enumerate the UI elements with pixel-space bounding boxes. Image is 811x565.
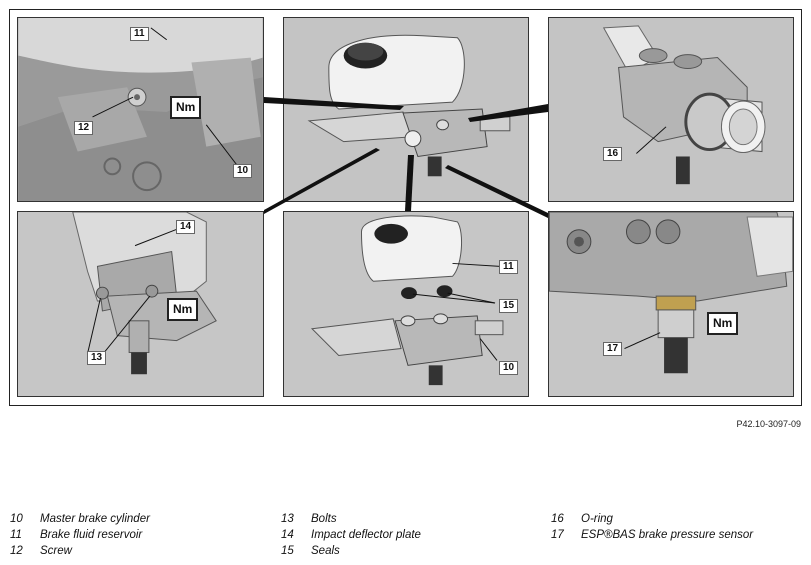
detail-panel-sensor: Nm 17 [548,211,794,397]
oring-detail-illustration [549,18,793,201]
detail-panel-deflector: 14 Nm 13 [17,211,264,397]
torque-nm-badge: Nm [167,298,199,321]
torque-nm-badge: Nm [170,96,202,119]
exploded-view-illustration [284,212,528,396]
detail-panel-exploded: 11 15 10 [283,211,529,397]
legend-number: 15 [281,545,294,557]
master-cylinder-assembly-illustration [284,18,528,201]
callout-11: 11 [130,27,149,41]
legend-number: 10 [10,513,23,525]
legend-number: 12 [10,545,23,557]
callout-10: 10 [499,361,519,375]
detail-panel-oring: 16 [548,17,794,202]
callout-16: 16 [603,147,623,161]
overview-panel [283,17,529,202]
legend-number: 16 [551,513,564,525]
callout-11: 11 [499,260,518,274]
deflector-plate-illustration [18,212,263,396]
legend-label: O-ring [581,513,613,525]
torque-nm-badge: Nm [707,312,739,335]
pressure-sensor-illustration [549,212,793,396]
callout-15: 15 [499,299,519,313]
legend-label: ESP®BAS brake pressure sensor [581,529,754,541]
legend-number: 13 [281,513,294,525]
callout-13: 13 [87,351,107,365]
callout-14: 14 [176,220,196,234]
figure-code: P42.10-3097-09 [736,419,801,429]
legend-label: Seals [311,545,340,557]
legend-label: Master brake cylinder [40,513,150,525]
callout-12: 12 [74,121,94,135]
legend-number: 11 [10,529,22,541]
legend-label: Impact deflector plate [311,529,421,541]
callout-17: 17 [603,342,623,356]
screw-detail-illustration [18,18,263,201]
legend-label: Screw [40,545,72,557]
legend-number: 14 [281,529,294,541]
legend-label: Brake fluid reservoir [40,529,143,541]
legend-label: Bolts [311,513,337,525]
legend-number: 17 [551,529,564,541]
callout-10: 10 [233,164,253,178]
detail-panel-screw: 11 12 10 Nm [17,17,264,202]
